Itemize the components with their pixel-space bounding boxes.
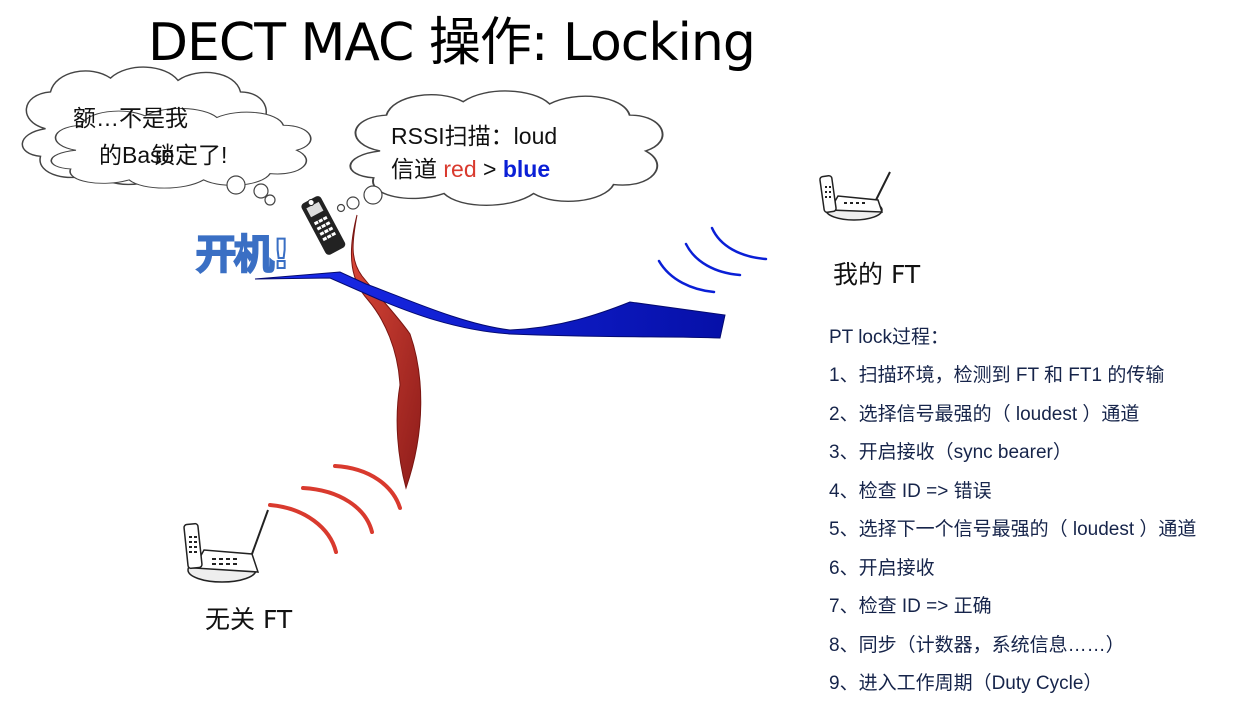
blue-channel-word: blue bbox=[502, 156, 551, 182]
lock-process-list: PT lock过程： 1、扫描环境，检测到 FT 和 FT1 的传输 2、选择信… bbox=[829, 322, 1196, 707]
thought-bubble-left bbox=[21, 66, 312, 206]
list-item: 9、进入工作周期（Duty Cycle） bbox=[829, 673, 1103, 694]
power-on-text: 开机! bbox=[195, 231, 291, 279]
blue-signal-waves bbox=[657, 226, 768, 294]
list-item: 6、开启接收 bbox=[829, 557, 935, 579]
my-ft-base-station-icon bbox=[819, 171, 891, 221]
list-item: 2、选择信号最强的（ loudest ）通道 bbox=[829, 403, 1140, 425]
comparison-separator: > bbox=[476, 156, 503, 182]
lock-process-heading: PT lock过程： bbox=[829, 327, 950, 348]
list-item: 5、选择下一个信号最强的（ loudest ）通道 bbox=[829, 519, 1197, 540]
list-item: 4、检查 ID => 错误 bbox=[829, 480, 992, 502]
blue-arrow bbox=[254, 271, 726, 339]
left-bubble-line2a: 的Base bbox=[99, 142, 175, 168]
list-item: 1、扫描环境，检测到 FT 和 FT1 的传输 bbox=[829, 365, 1165, 386]
list-item: 8、同步（计数器，系统信息……） bbox=[829, 634, 1125, 656]
unrelated-ft-label: 无关 FT bbox=[205, 605, 293, 634]
red-signal-waves bbox=[268, 464, 402, 554]
page-title: DECT MAC 操作: Locking bbox=[148, 13, 756, 73]
channel-prefix: 信道 bbox=[391, 156, 444, 182]
mobile-handset-icon bbox=[301, 196, 346, 255]
right-bubble-line2: 信道 red > blue bbox=[391, 150, 550, 184]
red-channel-word: red bbox=[443, 156, 477, 182]
left-bubble-line2b: 锁定了! bbox=[152, 142, 228, 168]
right-bubble-line1: RSSI扫描：loud bbox=[391, 123, 558, 149]
thought-bubble-right bbox=[336, 90, 664, 213]
unrelated-ft-base-station-icon bbox=[183, 509, 269, 583]
list-item: 7、检查 ID => 正确 bbox=[829, 596, 992, 617]
left-bubble-line1: 额…不是我 bbox=[73, 105, 188, 131]
red-arrow bbox=[351, 214, 422, 490]
my-ft-label: 我的 FT bbox=[833, 260, 921, 289]
list-item: 3、开启接收（sync bearer） bbox=[829, 442, 1072, 463]
